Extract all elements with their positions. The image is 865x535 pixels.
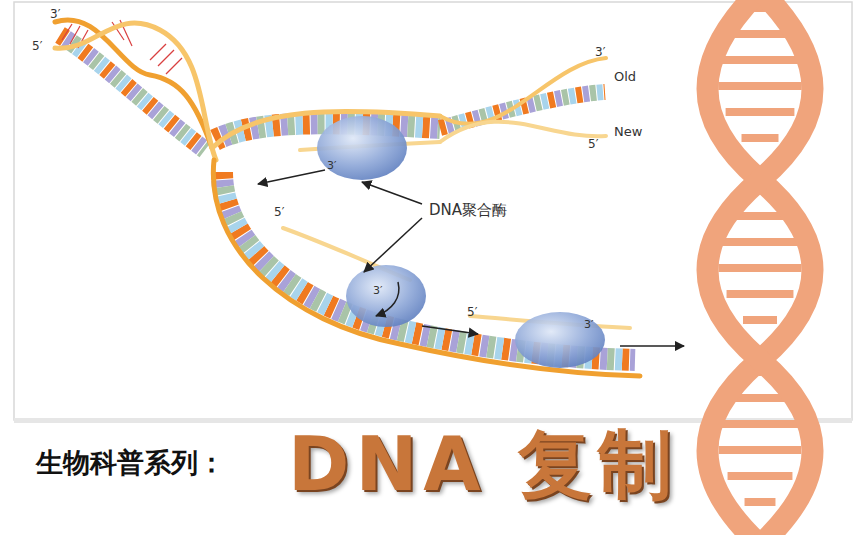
helix-rung: [721, 56, 799, 64]
panel-shadow: [14, 418, 852, 423]
strand-end: 5′: [32, 40, 42, 53]
strand-end: 3′: [595, 46, 605, 59]
decor-helix: [708, 0, 813, 535]
strand-end: 5′: [467, 306, 477, 319]
helix-rung: [742, 134, 779, 142]
strand-end: 3′: [50, 8, 60, 21]
helix-rung: [720, 420, 800, 428]
helix-rung: [745, 498, 776, 506]
helix-rung: [718, 82, 801, 90]
dna-backbone: [55, 20, 640, 376]
hatch: [62, 20, 182, 74]
strand-end: 5′: [274, 206, 284, 219]
base-pairs: [60, 35, 635, 360]
strand-end: 3′: [584, 319, 594, 331]
strand-end: 3′: [327, 160, 337, 172]
helix-rung: [743, 316, 777, 324]
strand-end: 3′: [373, 285, 383, 297]
helix-rung: [718, 264, 801, 272]
strand-name: Old: [614, 70, 636, 84]
helix-rung: [726, 108, 795, 116]
dna-polymerase: [317, 116, 605, 368]
main-title: DNA 复制: [288, 424, 678, 505]
helix-rung: [727, 290, 794, 298]
arrows: [258, 170, 684, 346]
series-title: 生物科普系列：: [36, 448, 225, 478]
callout-label: DNA聚合酶: [426, 202, 510, 219]
helix-rung: [720, 238, 799, 246]
helix-rung: [719, 446, 801, 454]
strand-end: 5′: [588, 138, 598, 151]
helix-rung: [733, 30, 786, 38]
strand-name: New: [614, 125, 642, 139]
helix-rung: [728, 472, 793, 480]
